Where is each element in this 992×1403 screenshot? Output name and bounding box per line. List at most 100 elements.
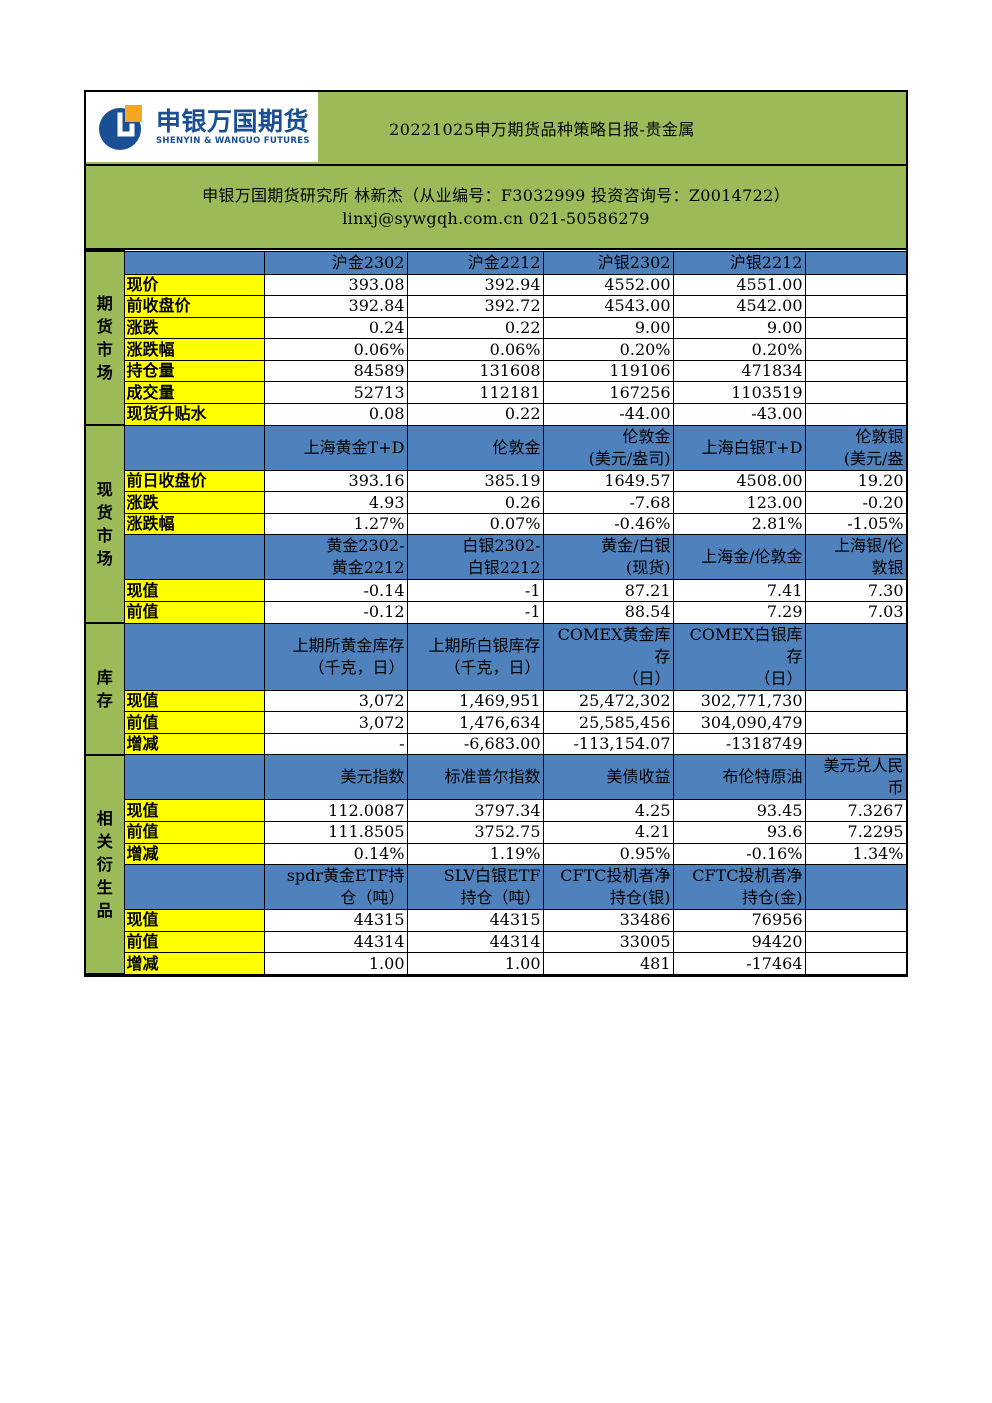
column-header: 伦敦金(美元/盎司) [542,424,674,471]
value-cell: 0.24 [263,316,408,340]
company-logo: 申银万国期货 SHENYIN & WANGUO FUTURES [86,92,318,162]
value-cell: -1 [406,601,544,624]
value-cell: 112.0087 [263,799,408,822]
row-label-header [123,424,265,471]
row-label: 持仓量 [123,359,265,383]
column-header: COMEX黄金库存（日） [542,622,674,691]
author-line: 申银万国期货研究所 林新杰（从业编号：F3032999 投资咨询号：Z00147… [202,186,790,205]
row-label: 前值 [123,711,265,734]
value-cell: 3752.75 [406,821,544,844]
value-cell: 0.22 [406,403,544,426]
logo-company-name: 申银万国期货 [156,106,310,136]
column-header: 白银2302-白银2212 [406,534,544,581]
value-cell: -6,683.00 [406,732,544,756]
row-label: 前值 [123,930,265,954]
value-cell: 302,771,730 [672,689,806,713]
value-cell: 471834 [672,359,806,383]
row-label: 现值 [123,799,265,822]
value-cell: 1103519 [672,381,806,405]
column-header: 沪金2212 [406,250,544,275]
value-cell: 4508.00 [672,469,806,493]
column-header: 上海黄金T+D [263,424,408,471]
value-cell: 392.94 [406,273,544,297]
column-header: 上海金/伦敦金 [672,534,806,581]
value-cell: 93.45 [672,799,806,822]
logo-text: 申银万国期货 SHENYIN & WANGUO FUTURES [156,106,310,147]
value-cell: 7.41 [672,579,806,603]
value-cell [804,403,907,426]
value-cell [804,952,907,975]
value-cell: - [263,732,408,756]
strategy-report: 申银万国期货 SHENYIN & WANGUO FUTURES 20221025… [84,90,908,978]
column-header: 美元兑人民币 [804,754,907,801]
value-cell: -0.20 [804,491,907,514]
value-cell: 3,072 [263,711,408,734]
table-row: 增减--6,683.00-113,154.07-1318749 [86,732,907,756]
column-header: COMEX白银库存（日） [672,622,806,691]
section-title: 相关衍生品 [96,809,113,921]
value-cell: 131608 [406,359,544,383]
value-cell: 0.06% [263,338,408,361]
section-label-spot: 现货市场 [86,424,125,625]
section-label-inventory: 库存 [86,622,125,756]
value-cell: -1.05% [804,512,907,536]
value-cell: 19.20 [804,469,907,493]
value-cell: 0.14% [263,842,408,866]
value-cell: 44315 [263,909,408,932]
value-cell: 1.19% [406,842,544,866]
value-cell: 4552.00 [542,273,674,297]
value-cell [804,732,907,756]
value-cell: 44314 [263,930,408,954]
value-cell: 7.30 [804,579,907,603]
value-cell: 111.8505 [263,821,408,844]
column-header: CFTC投机者净持仓(银) [542,864,674,911]
column-header [804,864,907,911]
value-cell: 392.84 [263,295,408,318]
logo-mark-icon [99,105,142,150]
column-header: 上期所黄金库存（千克，日） [263,622,408,691]
value-cell: 25,585,456 [542,711,674,734]
value-cell: -43.00 [672,403,806,426]
report-title: 20221025申万期货品种策略日报-贵金属 [389,120,695,139]
value-cell: 4542.00 [672,295,806,318]
value-cell: 2.81% [672,512,806,536]
value-cell: 0.07% [406,512,544,536]
value-cell: 0.20% [672,338,806,361]
value-cell: 0.06% [406,338,544,361]
value-cell: 7.2295 [804,821,907,844]
contact-line: linxj@sywgqh.com.cn 021-50586279 [342,209,650,228]
column-header: 沪银2302 [542,250,674,275]
column-header [804,622,907,691]
value-cell: 87.21 [542,579,674,603]
value-cell: 123.00 [672,491,806,514]
row-label: 前收盘价 [123,295,265,318]
row-label-header [123,250,265,275]
row-label: 成交量 [123,381,265,405]
column-header: 伦敦银(美元/盎 [804,424,907,471]
value-cell: 119106 [542,359,674,383]
column-header: 标准普尔指数 [406,754,544,801]
value-cell [804,316,907,340]
column-header: 美元指数 [263,754,408,801]
value-cell: -0.12 [263,601,408,624]
value-cell: 304,090,479 [672,711,806,734]
column-header: 沪银2212 [672,250,806,275]
value-cell: 76956 [672,909,806,932]
column-header: 沪金2302 [263,250,408,275]
value-cell [804,930,907,954]
value-cell: -0.14 [263,579,408,603]
